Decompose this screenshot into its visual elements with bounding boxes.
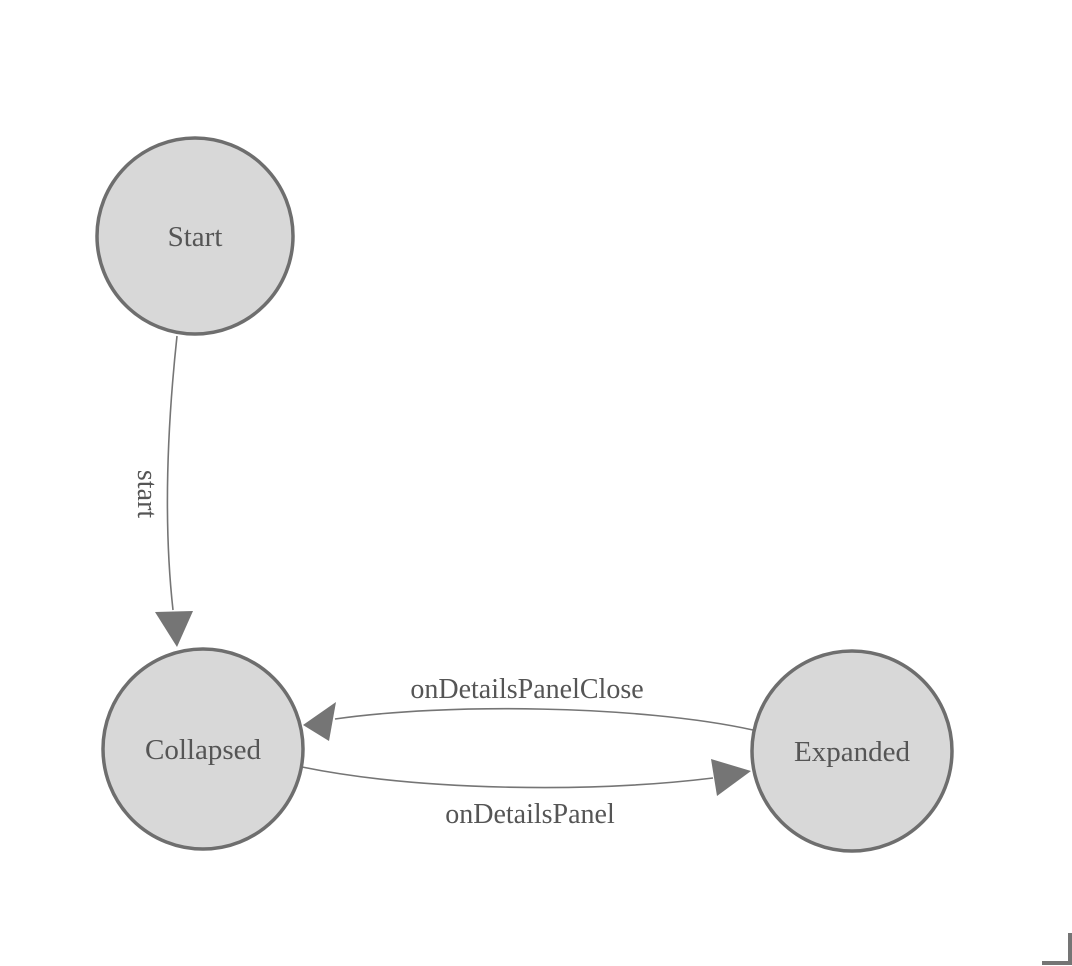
- edge-label-expanded-to-collapsed: onDetailsPanelClose: [410, 674, 643, 705]
- arrowhead-icon: [303, 702, 336, 741]
- state-node-collapsed[interactable]: Collapsed: [101, 647, 305, 851]
- state-node-expanded[interactable]: Expanded: [750, 649, 954, 853]
- transition-collapsed-to-expanded[interactable]: onDetailsPanel: [301, 759, 751, 830]
- state-label-start: Start: [168, 221, 223, 253]
- canvas-corner-border: [1042, 933, 1072, 965]
- state-circle: [750, 649, 954, 853]
- arrowhead-icon: [711, 759, 751, 796]
- edge-path: [301, 766, 714, 789]
- edge-label-collapsed-to-expanded: onDetailsPanel: [445, 799, 615, 830]
- state-label-collapsed: Collapsed: [145, 734, 261, 766]
- state-label-expanded: Expanded: [794, 736, 910, 768]
- transition-expanded-to-collapsed[interactable]: onDetailsPanelClose: [303, 674, 754, 741]
- edge-path: [166, 335, 178, 611]
- state-node-start[interactable]: Start: [95, 136, 295, 336]
- arrowhead-icon: [155, 611, 193, 647]
- edge-label-start-to-collapsed: start: [131, 470, 162, 518]
- transition-start-to-collapsed[interactable]: start: [131, 335, 193, 647]
- state-circle: [95, 136, 295, 336]
- state-circle: [101, 647, 305, 851]
- edge-path: [334, 707, 754, 731]
